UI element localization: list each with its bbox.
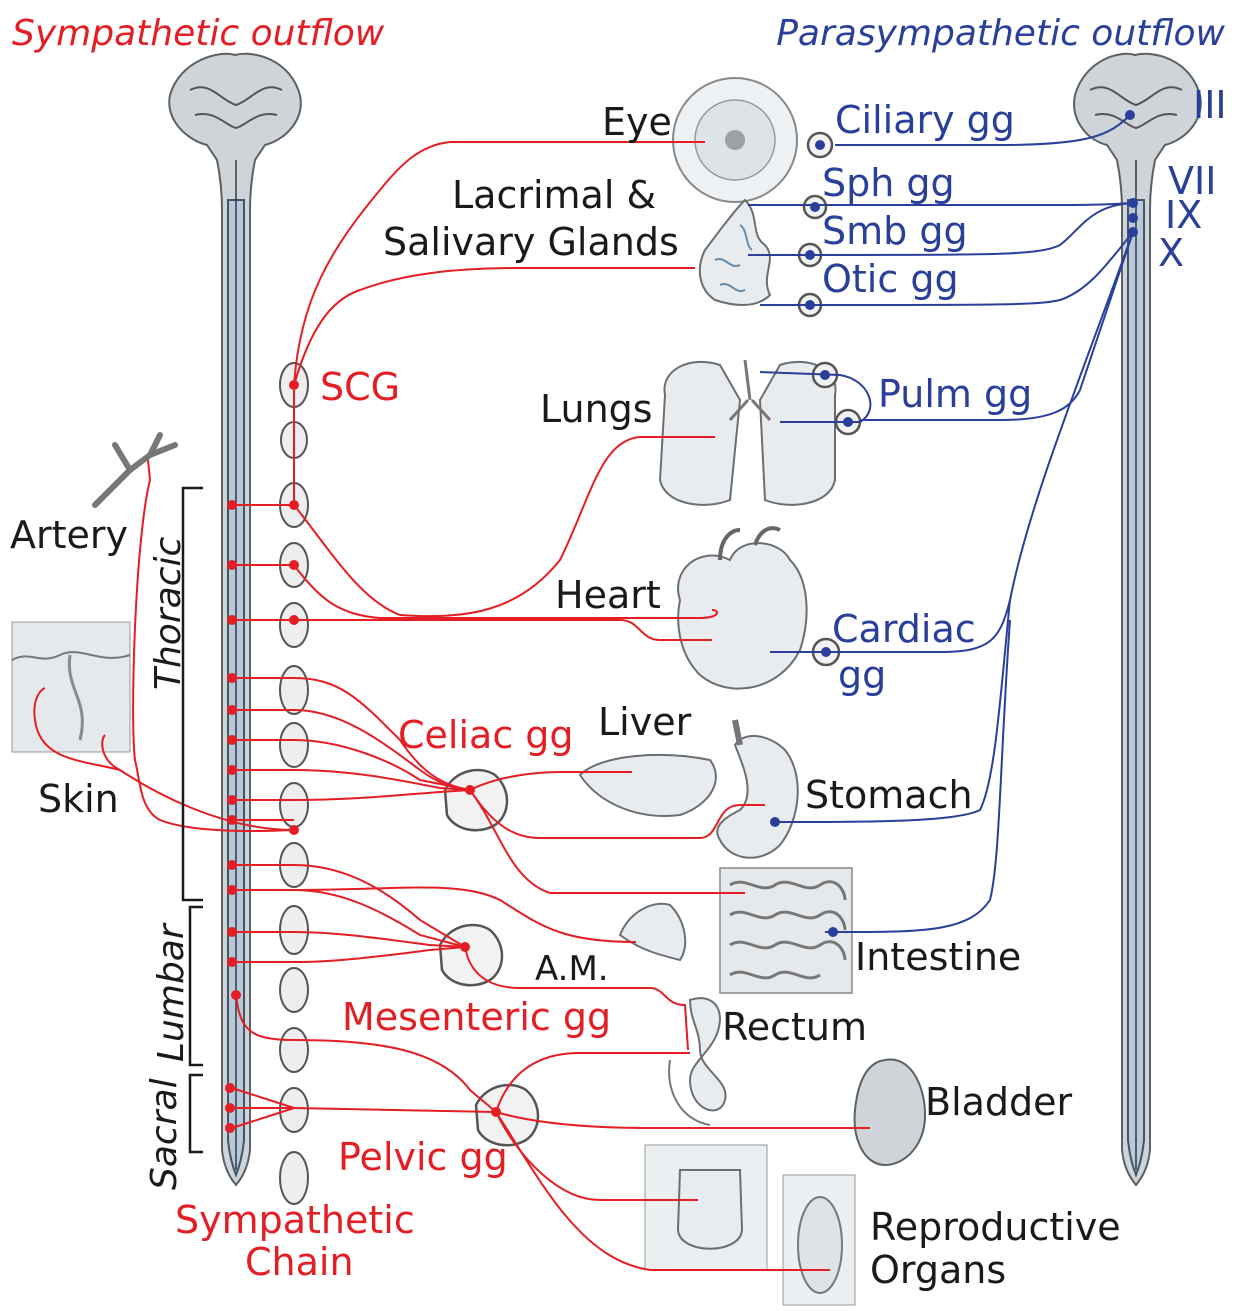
sympathetic-synapse-dot	[289, 380, 299, 390]
sympathetic-synapse-dot	[289, 825, 299, 835]
parasympathetic-synapse-dot	[805, 250, 815, 260]
sympathetic-synapse-dot	[227, 765, 237, 775]
stomach-label: Stomach	[805, 773, 973, 817]
liver-illustration	[580, 755, 716, 816]
parasympathetic-synapse-dot	[805, 300, 815, 310]
ciliary-gg-label: Ciliary gg	[835, 98, 1015, 142]
heart-label: Heart	[555, 573, 661, 617]
sympathetic-synapse-dot	[289, 500, 299, 510]
mesenteric-ganglion	[440, 925, 502, 985]
eye-illustration	[673, 78, 797, 202]
sympathetic-synapse-dot	[289, 560, 299, 570]
artery-illustration	[95, 435, 175, 505]
sympathetic-synapse-dot	[460, 942, 470, 952]
sympathetic-synapse-dot	[289, 615, 299, 625]
sympathetic-synapse-dot	[227, 957, 237, 967]
glands-label-line2: Salivary Glands	[383, 220, 679, 264]
female-organ-illustration	[783, 1175, 855, 1305]
rectum-label: Rectum	[722, 1005, 867, 1049]
parasympathetic-synapse-dot	[810, 202, 820, 212]
glands-label-line1: Lacrimal &	[452, 173, 656, 217]
sympathetic-synapse-dot	[491, 1107, 501, 1117]
thoracic-label: Thoracic	[148, 537, 189, 690]
sympathetic-synapse-dot	[465, 785, 475, 795]
parasympathetic-synapse-dot	[1125, 110, 1135, 120]
skin-label: Skin	[38, 777, 119, 821]
sympathetic-synapse-dot	[225, 1103, 235, 1113]
heart-illustration	[678, 528, 807, 689]
lungs-label: Lungs	[540, 387, 653, 431]
cardiac-gg-label-line1: Cardiac	[832, 607, 976, 651]
pulm-gg-label: Pulm gg	[878, 372, 1032, 416]
male-organ-illustration	[645, 1145, 767, 1270]
sympathetic-synapse-dot	[227, 705, 237, 715]
adrenal-illustration	[620, 904, 685, 960]
sympathetic-synapse-dot	[225, 1083, 235, 1093]
parasympathetic-synapse-dot	[1128, 227, 1138, 237]
intestine-label: Intestine	[855, 935, 1021, 979]
sympathetic-synapse-dot	[227, 500, 237, 510]
rectum-illustration	[669, 998, 726, 1125]
glands-illustration	[700, 200, 770, 305]
sacral-label: Sacral	[144, 1078, 185, 1190]
bladder-illustration	[855, 1059, 925, 1165]
smb-gg-label: Smb gg	[822, 209, 968, 253]
sympathetic-synapse-dot	[227, 815, 237, 825]
sympathetic-synapse-dot	[227, 795, 237, 805]
sympathetic-outflow-title: Sympathetic outflow	[12, 13, 385, 54]
sympathetic-synapse-dot	[227, 735, 237, 745]
bladder-label: Bladder	[925, 1080, 1073, 1124]
otic-gg-label: Otic gg	[822, 257, 959, 301]
sympathetic-synapse-dot	[227, 615, 237, 625]
eye-label: Eye	[602, 100, 672, 144]
cardiac-gg-label-line2: gg	[838, 653, 886, 697]
parasympathetic-synapse-dot	[815, 140, 825, 150]
parasympathetic-synapse-dot	[1128, 198, 1138, 208]
parasympathetic-synapse-dot	[843, 417, 853, 427]
sympathetic-chain-label-line2: Chain	[245, 1240, 354, 1284]
sympathetic-synapse-dot	[227, 885, 237, 895]
pelvic-gg-label: Pelvic gg	[338, 1135, 508, 1179]
reproductive-label-line1: Reproductive	[870, 1205, 1121, 1249]
celiac-gg-label: Celiac gg	[398, 713, 574, 757]
sympathetic-chain-label-line1: Sympathetic	[175, 1198, 415, 1242]
parasympathetic-synapse-dot	[770, 817, 780, 827]
parasympathetic-outflow-title: Parasympathetic outflow	[776, 13, 1225, 54]
lumbar-label: Lumbar	[151, 922, 192, 1062]
mesenteric-gg-label: Mesenteric gg	[342, 995, 611, 1039]
sph-gg-label: Sph gg	[822, 161, 955, 205]
reproductive-label-line2: Organs	[870, 1248, 1006, 1292]
sympathetic-synapse-dot	[227, 673, 237, 683]
adrenal-medulla-label: A.M.	[535, 949, 609, 989]
skin-illustration	[12, 622, 130, 752]
artery-label: Artery	[10, 513, 128, 557]
parasympathetic-synapse-dot	[828, 927, 838, 937]
parasympathetic-synapse-dot	[820, 370, 830, 380]
liver-label: Liver	[598, 700, 692, 744]
sympathetic-synapse-dot	[227, 927, 237, 937]
stomach-illustration	[717, 720, 797, 858]
cranial-nerve-III-label: III	[1193, 83, 1227, 127]
lungs-illustration	[660, 360, 836, 505]
sympathetic-synapse-dot	[225, 1123, 235, 1133]
parasympathetic-synapse-dot	[821, 647, 831, 657]
cranial-nerve-X-label: X	[1158, 231, 1184, 275]
parasympathetic-synapse-dot	[1128, 213, 1138, 223]
sympathetic-synapse-dot	[227, 560, 237, 570]
sympathetic-synapse-dot	[231, 990, 241, 1000]
scg-label: SCG	[320, 365, 400, 409]
sympathetic-synapse-dot	[227, 860, 237, 870]
